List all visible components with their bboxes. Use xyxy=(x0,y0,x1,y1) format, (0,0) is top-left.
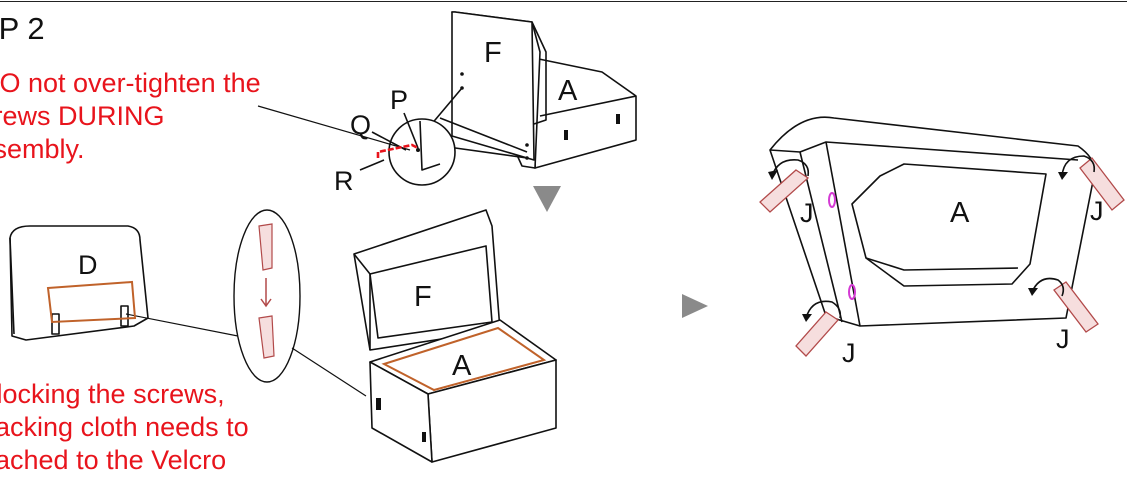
seat-a-top-rim xyxy=(539,95,637,117)
leg-top-left-body xyxy=(759,169,810,213)
top-divider xyxy=(0,1,1127,2)
rotate-arrow-bottom-right-icon xyxy=(1031,277,1065,297)
bracket-d-1 xyxy=(51,313,60,335)
velcro-note-line-1: r locking the screws, xyxy=(0,379,225,409)
velcro-mark-2 xyxy=(848,284,856,300)
panel-f-top-edge xyxy=(531,21,547,125)
rotate-arrowhead-4 xyxy=(1028,288,1038,296)
back-d-figure xyxy=(9,225,249,341)
leg-bottom-left-body xyxy=(795,311,839,357)
cloth-outline-a xyxy=(381,326,547,392)
legs-assembly-figure xyxy=(769,116,1096,327)
label-screw-r: R xyxy=(334,166,354,196)
bracket-detail xyxy=(233,209,367,397)
panel-f-mid-side xyxy=(353,253,371,350)
detail-callout-line-1 xyxy=(429,87,463,127)
overtighten-warning-line-1: DO not over-tighten the xyxy=(0,68,261,98)
label-panel-f-mid: F xyxy=(414,281,432,313)
label-screw-p: P xyxy=(390,85,408,115)
bracket-upper-icon xyxy=(258,223,273,271)
triangle-down-icon xyxy=(533,186,561,212)
label-seat-a-top: A xyxy=(558,75,578,107)
overtighten-warning-line-3: ssembly. xyxy=(0,134,85,164)
rotate-arrowhead-1 xyxy=(768,170,778,180)
back-d-leader xyxy=(125,313,249,339)
bracket-mark-1 xyxy=(564,130,568,140)
back-d-outline xyxy=(9,225,149,341)
overtighten-warning-line-2: crews DURING xyxy=(0,101,165,131)
detail-callout-line-3 xyxy=(447,146,528,159)
panel-f-top-face xyxy=(451,11,535,161)
bracket-detail-leader xyxy=(291,347,367,397)
pointer-line-p xyxy=(403,112,419,149)
bracket-detail-ellipse xyxy=(233,209,301,383)
velcro-mark-1 xyxy=(828,192,836,208)
label-leg-j-bottom-right: J xyxy=(1056,324,1070,354)
overtighten-warning: DO not over-tighten the crews DURING sse… xyxy=(0,67,261,166)
arrow-down-icon xyxy=(260,278,272,308)
bracket-d-2 xyxy=(120,305,129,327)
label-leg-j-top-left: J xyxy=(800,198,814,228)
detail-screw-dot xyxy=(416,148,420,152)
rotate-arrowhead-2 xyxy=(1058,172,1068,180)
bracket-lower-icon xyxy=(258,315,275,359)
detail-panel-edge xyxy=(419,120,441,171)
screw-r-icon xyxy=(376,143,419,158)
warning-leader-line xyxy=(257,105,411,151)
label-back-d: D xyxy=(78,250,98,280)
rotate-arrow-top-left-icon xyxy=(771,159,810,177)
back-d-side xyxy=(9,237,15,335)
rotate-arrow-bottom-left-icon xyxy=(805,300,842,319)
leg-bottom-left xyxy=(795,311,839,357)
rotation-arrows xyxy=(771,155,1096,319)
label-leg-j-bottom-left: J xyxy=(842,338,856,368)
step-title: EP 2 xyxy=(0,11,45,46)
screw-point-2 xyxy=(525,143,529,147)
assembly-illustration: F A P Q R D xyxy=(9,11,1125,463)
cloth-outline-d xyxy=(46,280,137,324)
seat-a-bottom-recess xyxy=(851,163,1047,287)
rotate-arrow-top-right-icon xyxy=(1061,155,1096,177)
seat-a-bottom-recess-inner xyxy=(865,257,1019,271)
top-assembly-figure xyxy=(257,11,637,186)
detail-callout-line-2 xyxy=(439,117,528,153)
screw-point-1 xyxy=(460,72,464,76)
seat-a-top-box xyxy=(533,57,637,169)
pointer-line-r xyxy=(359,159,385,171)
leg-top-left xyxy=(759,169,810,213)
label-seat-a-mid: A xyxy=(452,350,472,382)
middle-assembly-figure xyxy=(353,209,557,463)
velcro-note-line-2: packing cloth needs to xyxy=(0,412,249,442)
label-seat-a-bottom: A xyxy=(950,197,970,229)
label-screw-q: Q xyxy=(350,110,371,140)
leg-top-right-body xyxy=(1079,157,1125,211)
bracket-mark-2 xyxy=(616,114,620,124)
label-leg-j-top-right: J xyxy=(1090,196,1104,226)
triangle-right-icon xyxy=(682,294,708,318)
bracket-mid-1 xyxy=(376,398,381,410)
label-panel-f-top: F xyxy=(484,37,502,69)
rotate-arrowhead-3 xyxy=(802,314,812,322)
leg-top-right xyxy=(1079,157,1125,211)
bracket-mid-2 xyxy=(422,432,426,442)
seat-a-mid-left xyxy=(369,361,433,463)
